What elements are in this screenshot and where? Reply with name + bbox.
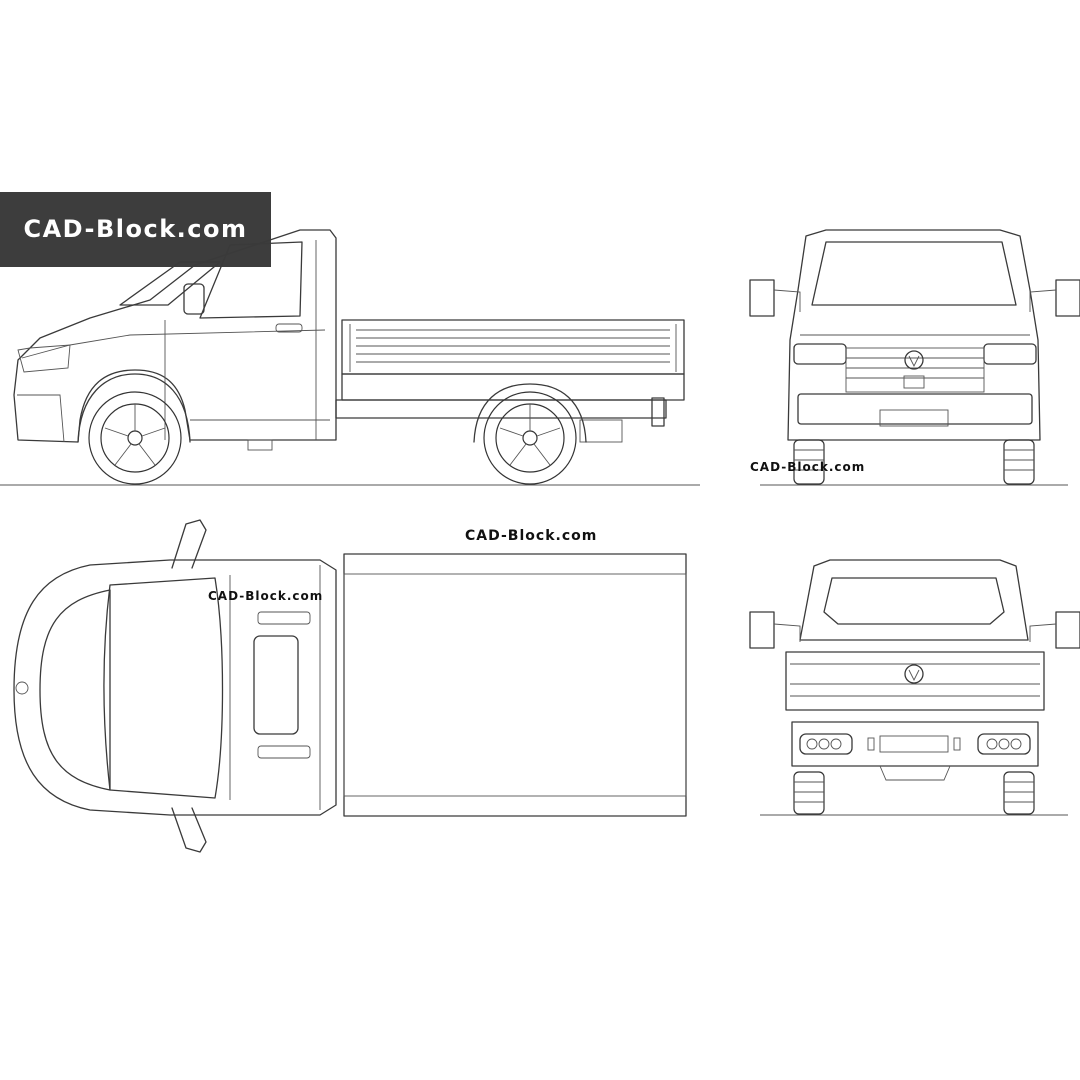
vw-logo-mark-front (908, 355, 920, 368)
rear-bumper-panel (791, 721, 1039, 767)
front-mirror-right (1055, 279, 1080, 317)
top-mirror-left (171, 519, 207, 569)
front-view-tire-right (1003, 439, 1035, 485)
top-roof-marker-rear (257, 745, 311, 759)
front-windshield (811, 241, 1017, 306)
rear-plate-light-left (867, 737, 875, 751)
front-bumper (17, 394, 65, 443)
cargo-bed-ribs (349, 324, 677, 372)
rear-wheel-side (483, 391, 577, 485)
front-body-outline (787, 229, 1041, 441)
rear-window (823, 577, 1005, 625)
rear-view (749, 559, 1080, 816)
vw-logo-top (15, 681, 29, 695)
rear-differential (879, 765, 951, 781)
front-sensor (903, 375, 925, 389)
front-bumper-front-view (797, 393, 1033, 425)
rear-mirror-arm-right (1029, 623, 1057, 642)
rear-cab-outline (799, 559, 1029, 641)
top-cargo-bed-floor (343, 573, 687, 797)
front-grille (845, 347, 985, 393)
door-handle (275, 323, 303, 333)
rear-tailgate (785, 651, 1045, 711)
cab-belt-line (21, 329, 326, 359)
watermark-top-view-above: CAD-Block.com (465, 528, 597, 544)
watermark-top-view: CAD-Block.com (208, 589, 323, 603)
rear-lights-left (799, 733, 853, 755)
rear-mirror-left (749, 611, 775, 649)
front-license-plate (879, 409, 949, 427)
vw-logo-mark-rear (908, 669, 920, 682)
front-wheel-side (88, 391, 182, 485)
vw-logo-front (904, 350, 924, 370)
rear-license-plate (879, 735, 949, 753)
windshield-side (119, 261, 221, 306)
rear-mirror-arm-left (773, 623, 801, 642)
top-sunroof (253, 635, 299, 735)
top-view (13, 519, 687, 853)
rear-wheel-arch (473, 383, 587, 443)
front-headlight-left (793, 343, 847, 365)
watermark-front-view: CAD-Block.com (750, 460, 865, 474)
rear-mirror-right (1055, 611, 1080, 649)
top-mirror-right (171, 807, 207, 853)
watermark-banner-text: CAD-Block.com (23, 215, 248, 243)
rear-view-tire-right (1003, 771, 1035, 815)
top-cab-outline (13, 559, 337, 816)
rear-lights-right (977, 733, 1031, 755)
cargo-bed-base (341, 373, 685, 401)
cargo-bed-side (341, 319, 685, 375)
top-windshield (103, 577, 224, 799)
top-roof-marker-front (257, 611, 311, 625)
front-wheel-arch (77, 373, 191, 443)
side-mirror (183, 283, 205, 315)
step (247, 439, 273, 451)
top-hood (39, 589, 111, 791)
rear-plate-light-right (953, 737, 961, 751)
cab-outline (13, 229, 337, 443)
vw-logo-rear (904, 664, 924, 684)
watermark-banner: CAD-Block.com (0, 192, 271, 267)
front-view-tire-left (793, 439, 825, 485)
front-mirror-arm-left (773, 289, 801, 312)
side-view (0, 229, 700, 486)
front-mirror-left (749, 279, 775, 317)
rear-hitch (579, 419, 623, 443)
front-mirror-arm-right (1029, 289, 1057, 312)
headlight (17, 344, 71, 373)
side-window (199, 241, 303, 319)
rear-tailgate-ribs (790, 663, 1040, 697)
rear-light-bracket (651, 397, 665, 427)
top-cargo-bed (343, 553, 687, 817)
rear-view-tire-left (793, 771, 825, 815)
front-view (749, 229, 1080, 486)
front-headlight-right (983, 343, 1037, 365)
